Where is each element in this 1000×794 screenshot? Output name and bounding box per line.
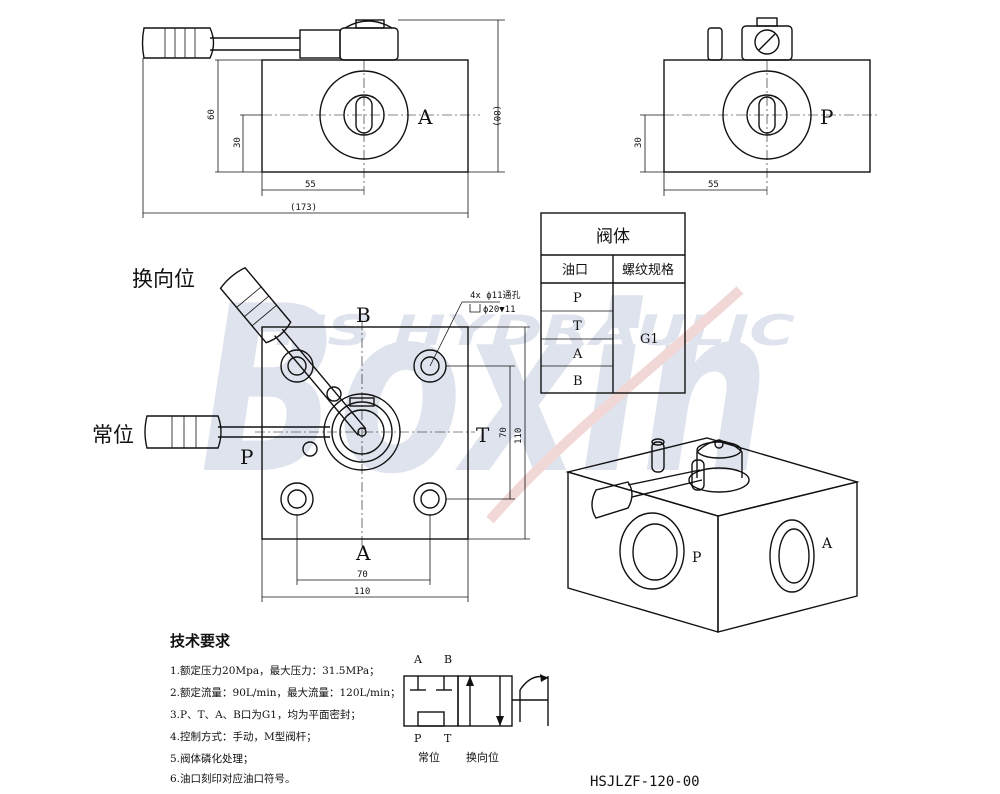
valve-body-side [261, 59, 469, 173]
watermark-swoosh [486, 286, 744, 524]
table-header-port: 油口 [562, 263, 588, 278]
tech-item-3: 3.P、T、A、B口为G1，均为平面密封； [170, 708, 361, 721]
table-row-b: B [573, 374, 583, 389]
symbol-label-a: A [413, 653, 423, 666]
label-switch-position: 换向位 [132, 267, 195, 291]
model-number: HSJLZF-120-00 [590, 774, 700, 790]
hole-note-counterbore: ϕ20▼11 [483, 305, 516, 315]
port-spec-table: 阀体 油口 螺纹规格 P T A B G1 [540, 212, 686, 394]
table-title: 阀体 [596, 227, 630, 247]
iso-port-label-a: A [821, 536, 833, 552]
tech-item-2: 2.额定流量：90L/min，最大流量：120L/min； [170, 686, 401, 699]
hydraulic-symbol: A B P T 常位 换向位 [403, 653, 549, 764]
port-label-b: B [356, 303, 371, 327]
valve-body-front [261, 326, 469, 540]
dim-30-right: 30 [634, 137, 644, 148]
port-label-p-top: P [820, 105, 833, 129]
dim-80: (80) [491, 105, 501, 127]
tech-item-6: 6.油口刻印对应油口符号。 [170, 772, 296, 785]
symbol-label-switch: 换向位 [466, 750, 499, 764]
symbol-label-p: P [414, 732, 422, 745]
symbol-label-t: T [444, 732, 452, 745]
label-normal-position: 常位 [92, 423, 134, 447]
normal-handle-grip [144, 415, 222, 449]
symbol-box-switch [457, 675, 513, 727]
handle-grip [141, 27, 215, 59]
watermark-logo-text: Boxin [200, 258, 770, 525]
dim-60: 60 [207, 109, 217, 120]
front-view: 换向位 常位 B P T A 4x ϕ11通孔 ϕ20▼11 70 110 70… [92, 266, 530, 602]
symbol-label-normal: 常位 [418, 750, 440, 764]
spool-housing-outer [323, 393, 401, 471]
hole-note-thru: 4x ϕ11通孔 [470, 290, 521, 301]
iso-side-face [717, 481, 858, 633]
tech-title: 技术要求 [170, 632, 231, 650]
handle-hub [299, 29, 341, 59]
watermark: Boxin HS HYDRAULIC [200, 258, 795, 525]
switch-handle [219, 266, 367, 436]
top-right-view: P 30 55 [634, 17, 880, 196]
tech-requirements: 技术要求 1.额定压力20Mpa，最大压力：31.5MPa； 2.额定流量：90… [170, 632, 401, 785]
knob-housing-front [741, 25, 793, 61]
top-left-view: A 60 30 55 (173) (80) [141, 19, 505, 218]
tech-item-1: 1.额定压力20Mpa，最大压力：31.5MPa； [170, 664, 380, 677]
knob-housing [339, 27, 399, 61]
port-label-a-front: A [355, 541, 371, 565]
table-row-t: T [573, 319, 582, 334]
iso-port-label-p: P [692, 550, 701, 566]
tech-item-4: 4.控制方式：手动，M型阀杆； [170, 730, 317, 743]
dim-55-right: 55 [708, 180, 719, 190]
symbol-box-normal [403, 675, 459, 727]
iso-handle-grip [591, 481, 633, 519]
tech-item-5: 5.阀体磷化处理； [170, 752, 254, 765]
dim-70-vertical: 70 [499, 427, 509, 438]
handle-stub [707, 27, 723, 61]
table-header-thread: 螺纹规格 [622, 262, 674, 278]
table-spec-g1: G1 [640, 332, 659, 347]
port-label-p: P [240, 445, 253, 469]
port-label-a: A [417, 105, 433, 129]
dim-30: 30 [233, 137, 243, 148]
dim-110-horizontal: 110 [354, 587, 370, 597]
symbol-label-b: B [444, 653, 452, 666]
dim-70-horizontal: 70 [357, 570, 368, 580]
table-row-a: A [572, 347, 583, 362]
table-row-p: P [573, 291, 582, 306]
dim-110-vertical: 110 [514, 428, 524, 444]
dim-173: (173) [290, 203, 317, 213]
isometric-view: P A [565, 437, 860, 633]
port-label-t: T [476, 423, 490, 447]
dim-55: 55 [305, 180, 316, 190]
